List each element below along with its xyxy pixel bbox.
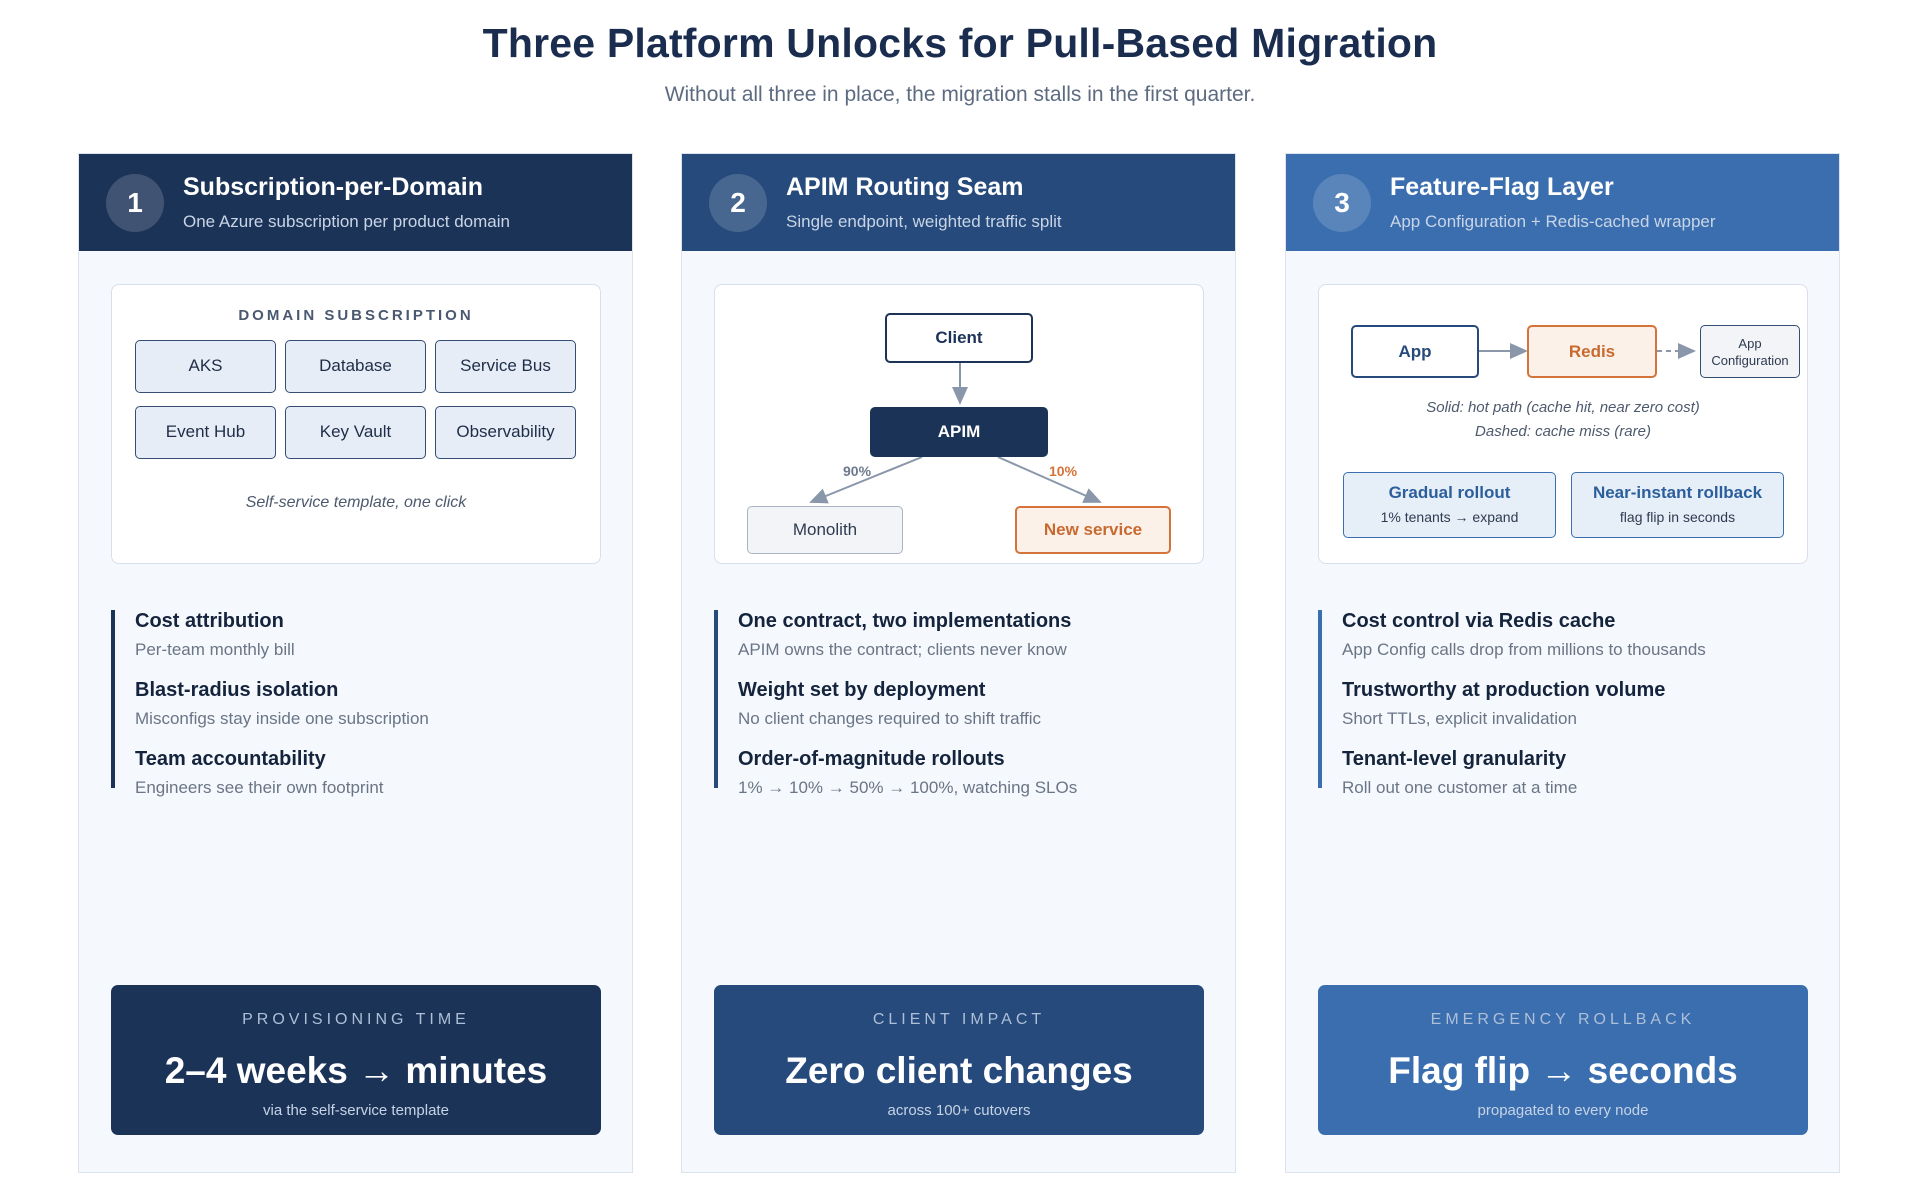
benefit-desc: Engineers see their own footprint (135, 778, 384, 797)
benefit-title: Order-of-magnitude rollouts (738, 748, 1005, 770)
step-number-badge: 3 (1313, 174, 1371, 232)
routing-arrows (809, 363, 1102, 504)
apim-to-new-service-arrow (997, 456, 1102, 503)
app-configuration-box: App Configuration (1700, 325, 1800, 378)
benefit-desc: Misconfigs stay inside one subscription (135, 709, 429, 728)
benefit-title: Cost attribution (135, 610, 284, 632)
column-title: Feature-Flag Layer (1390, 173, 1614, 201)
app-configuration-line-2: Configuration (1711, 353, 1789, 368)
stat-value: Flag flip → seconds (1388, 1050, 1738, 1091)
benefit-item: Trustworthy at production volume Short T… (1342, 679, 1665, 729)
chip-event-hub: Event Hub (135, 406, 276, 459)
stat-sub: propagated to every node (1477, 1102, 1649, 1119)
column-title: Subscription-per-Domain (183, 173, 484, 201)
panel-label: DOMAIN SUBSCRIPTION (238, 307, 474, 324)
benefit-desc: Roll out one customer at a time (1342, 778, 1578, 797)
step-number-badge: 1 (106, 174, 164, 232)
column-header: 3 Feature-Flag Layer App Configuration +… (1286, 154, 1839, 251)
column-apim-routing-seam: 2 APIM Routing Seam Single endpoint, wei… (681, 153, 1236, 1173)
benefit-desc: 1% → 10% → 50% → 100%, watching SLOs (738, 778, 1078, 797)
badge-title: Gradual rollout (1388, 483, 1511, 502)
stat-card: CLIENT IMPACT Zero client changes across… (714, 985, 1204, 1135)
stat-sub: via the self-service template (263, 1102, 449, 1119)
chip-database: Database (285, 340, 426, 393)
app-configuration-line-1: App (1738, 336, 1762, 351)
badge-sub: flag flip in seconds (1619, 509, 1736, 525)
column-subtitle: App Configuration + Redis-cached wrapper (1390, 212, 1716, 231)
page-subtitle: Without all three in place, the migratio… (664, 83, 1256, 106)
benefit-item: Tenant-level granularity Roll out one cu… (1342, 748, 1577, 798)
benefit-title: Team accountability (135, 748, 326, 770)
benefit-item: Blast-radius isolation Misconfigs stay i… (135, 679, 429, 729)
legend-solid: Solid: hot path (cache hit, near zero co… (1426, 399, 1700, 416)
legend-dashed: Dashed: cache miss (rare) (1475, 423, 1651, 440)
stat-sub: across 100+ cutovers (887, 1102, 1031, 1119)
stat-value: 2–4 weeks → minutes (164, 1050, 548, 1091)
benefit-item: Weight set by deployment No client chang… (738, 679, 1041, 729)
benefit-desc: Per-team monthly bill (135, 640, 295, 659)
app-box: App (1351, 325, 1479, 378)
benefit-title: Weight set by deployment (738, 679, 986, 701)
benefit-desc: APIM owns the contract; clients never kn… (738, 640, 1067, 659)
client-box: Client (885, 313, 1033, 363)
near-instant-rollback-badge: Near-instant rollback flag flip in secon… (1571, 472, 1784, 538)
cache-flow-arrows (1479, 343, 1696, 359)
gradual-rollout-badge: Gradual rollout 1% tenants → expand (1343, 472, 1556, 538)
column-subtitle: One Azure subscription per product domai… (183, 212, 510, 231)
apim-box: APIM (870, 407, 1048, 457)
stat-label: PROVISIONING TIME (242, 1011, 470, 1028)
benefit-desc: No client changes required to shift traf… (738, 709, 1042, 728)
column-header: 2 APIM Routing Seam Single endpoint, wei… (682, 154, 1235, 251)
benefit-title: Trustworthy at production volume (1342, 679, 1666, 701)
benefit-desc: App Config calls drop from millions to t… (1342, 640, 1706, 659)
panel-note: Self-service template, one click (245, 494, 467, 511)
benefit-title: Blast-radius isolation (135, 679, 339, 701)
benefit-title: Cost control via Redis cache (1342, 610, 1616, 632)
step-number-badge: 2 (709, 174, 767, 232)
chip-service-bus: Service Bus (435, 340, 576, 393)
feature-flag-diagram-panel: App Redis App Configuration Solid: hot p… (1318, 284, 1808, 564)
stat-card: PROVISIONING TIME 2–4 weeks → minutes vi… (111, 985, 601, 1135)
benefit-list: Cost control via Redis cache App Config … (1318, 610, 1818, 797)
chip-aks: AKS (135, 340, 276, 393)
benefit-item: Team accountability Engineers see their … (135, 748, 384, 798)
routing-diagram-panel: Client APIM 90% 10% Monolith New service (714, 284, 1204, 564)
redis-box: Redis (1527, 325, 1657, 378)
badge-title: Near-instant rollback (1592, 483, 1763, 502)
stat-label: EMERGENCY ROLLBACK (1430, 1011, 1696, 1028)
benefit-desc: Short TTLs, explicit invalidation (1342, 709, 1577, 728)
benefit-item: Order-of-magnitude rollouts 1% → 10% → 5… (738, 748, 1077, 798)
apim-to-monolith-arrow (809, 456, 923, 504)
domain-subscription-panel: DOMAIN SUBSCRIPTION AKS Database Service… (111, 284, 601, 564)
column-header: 1 Subscription-per-Domain One Azure subs… (79, 154, 632, 251)
column-feature-flag-layer: 3 Feature-Flag Layer App Configuration +… (1285, 153, 1840, 1173)
stat-card: EMERGENCY ROLLBACK Flag flip → seconds p… (1318, 985, 1808, 1135)
benefit-item: One contract, two implementations APIM o… (738, 610, 1071, 660)
stat-label: CLIENT IMPACT (872, 1011, 1046, 1028)
benefit-title: Tenant-level granularity (1342, 748, 1567, 770)
stat-value: Zero client changes (785, 1050, 1133, 1091)
chip-observability: Observability (435, 406, 576, 459)
new-service-box: New service (1015, 506, 1171, 554)
benefit-title: One contract, two implementations (738, 610, 1072, 632)
new-service-weight: 10% (1049, 463, 1078, 479)
column-subtitle: Single endpoint, weighted traffic split (786, 212, 1062, 231)
monolith-box: Monolith (747, 506, 903, 554)
badge-sub: 1% tenants → expand (1380, 509, 1519, 525)
column-subscription-per-domain: 1 Subscription-per-Domain One Azure subs… (78, 153, 633, 1173)
monolith-weight: 90% (843, 463, 872, 479)
benefit-list: One contract, two implementations APIM o… (714, 610, 1214, 797)
benefit-item: Cost attribution Per-team monthly bill (135, 610, 295, 660)
benefit-item: Cost control via Redis cache App Config … (1342, 610, 1706, 660)
page-title: Three Platform Unlocks for Pull-Based Mi… (482, 20, 1438, 66)
chip-key-vault: Key Vault (285, 406, 426, 459)
column-title: APIM Routing Seam (786, 173, 1024, 201)
benefit-list: Cost attribution Per-team monthly bill B… (111, 610, 611, 797)
